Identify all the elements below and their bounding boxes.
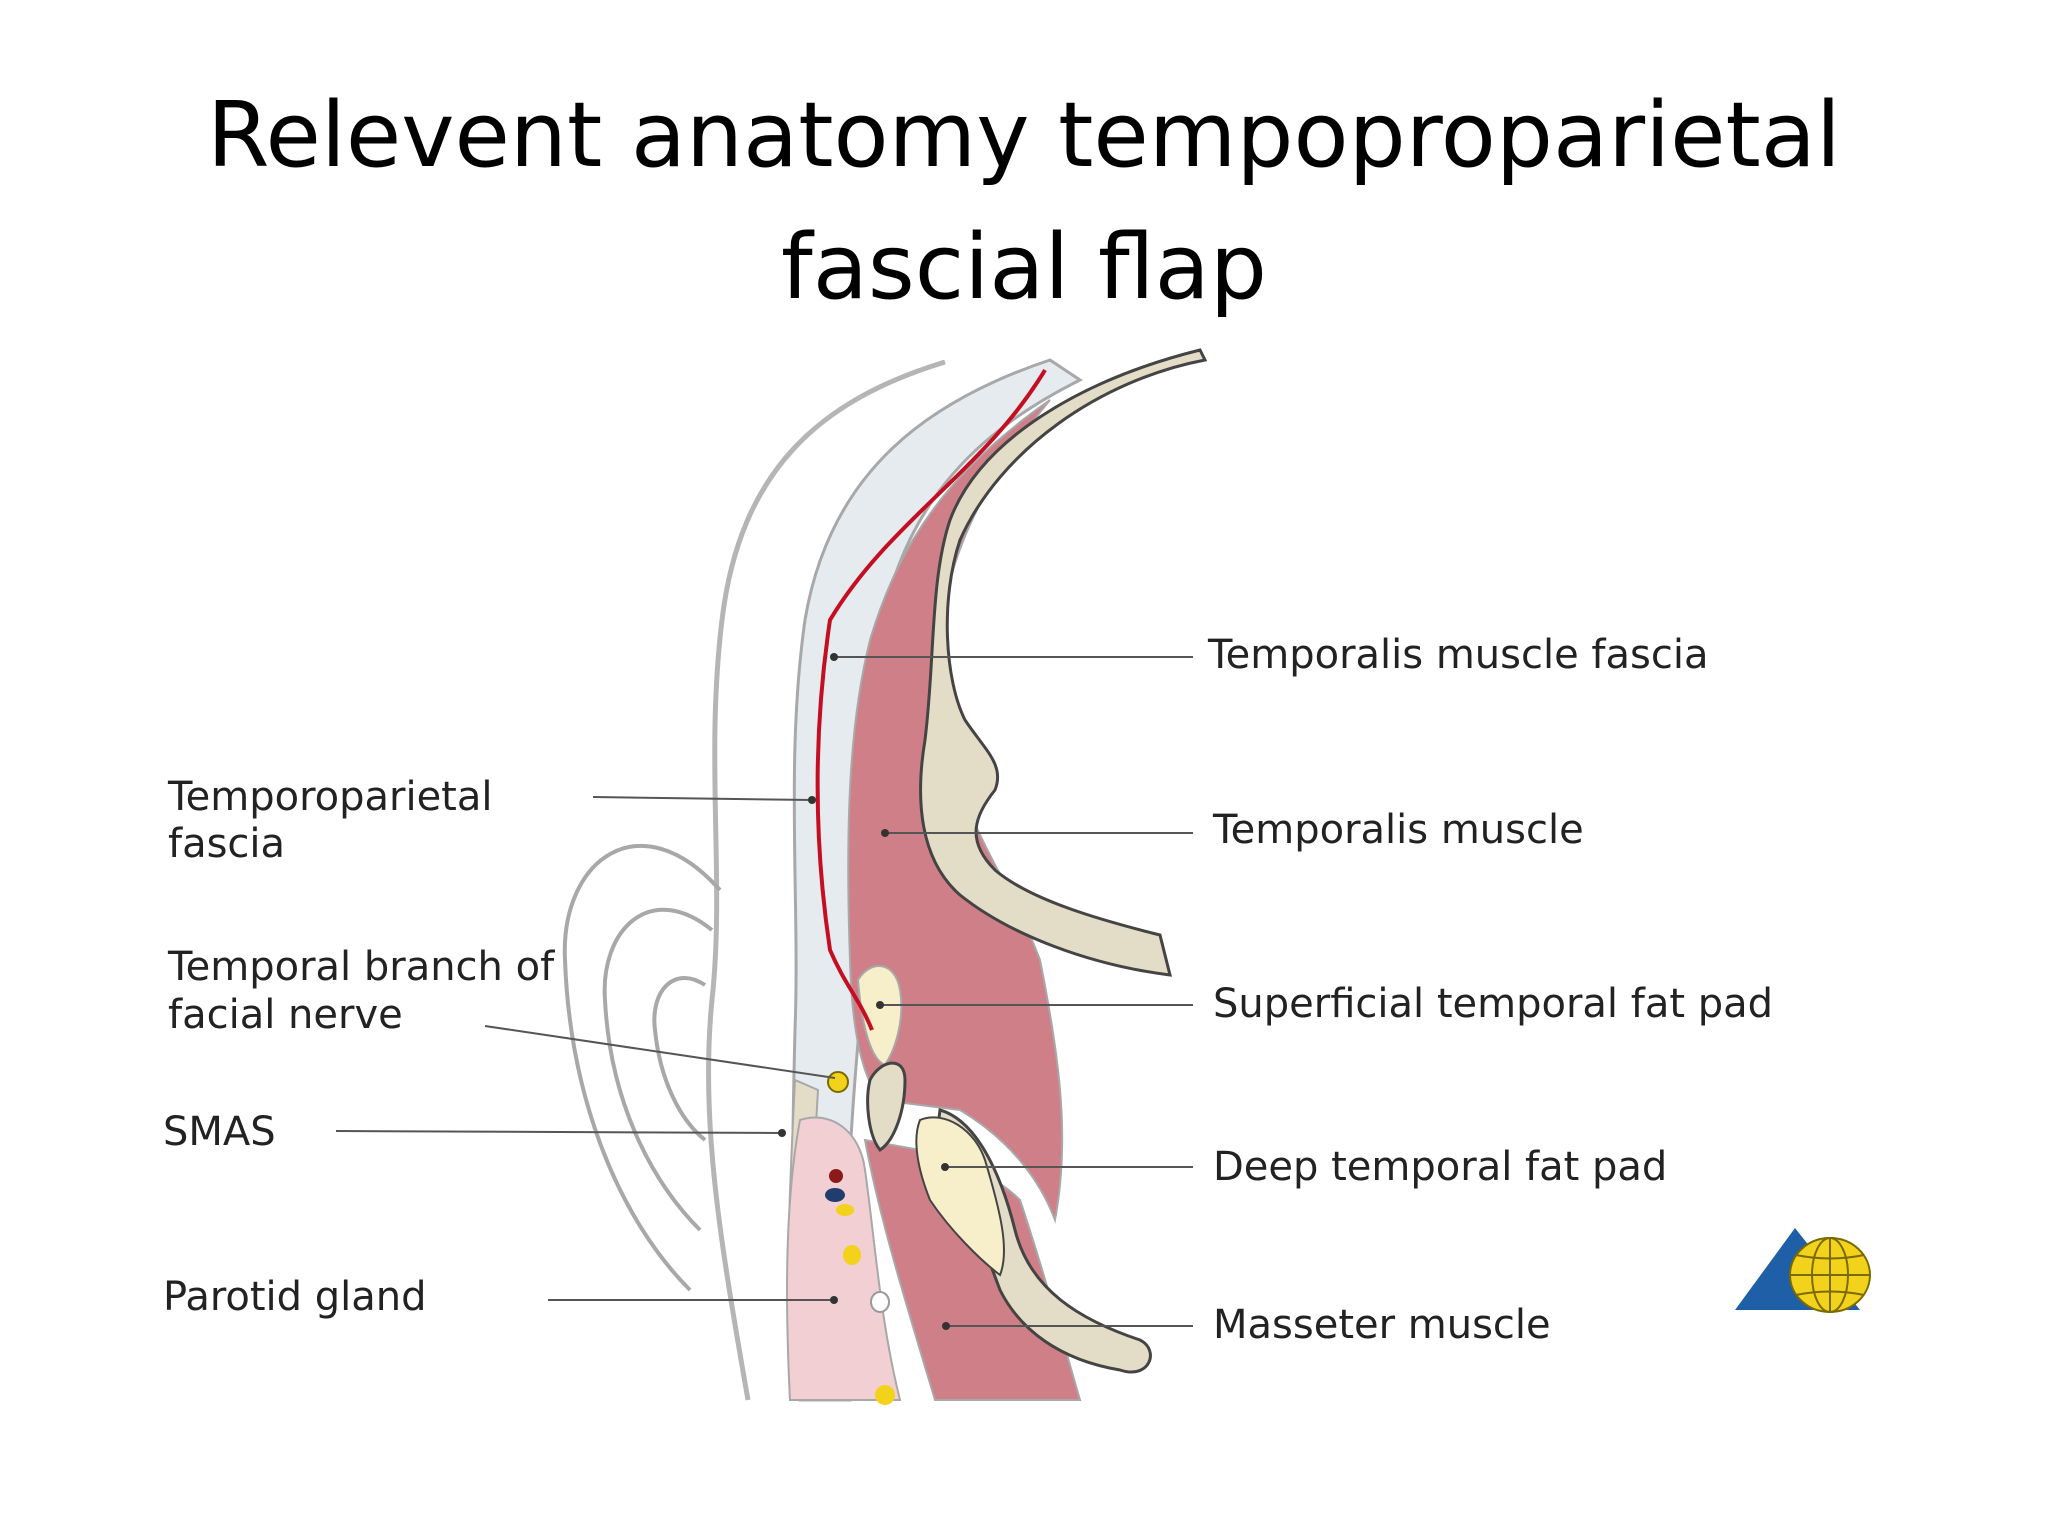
label-temporal-branch-line1: Temporal branch of <box>167 944 555 990</box>
label-temporal-branch-line2: facial nerve <box>168 992 403 1038</box>
label-masseter-muscle: Masseter muscle <box>1213 1302 1551 1348</box>
leader-lines <box>335 656 1193 1327</box>
globe-triangle-logo <box>1735 1228 1871 1313</box>
label-temporalis-muscle-fascia: Temporalis muscle fascia <box>1207 632 1708 678</box>
superficial-fat-pad-shape <box>856 965 903 1067</box>
anatomy-illustration <box>562 348 1208 1405</box>
label-smas: SMAS <box>163 1109 276 1155</box>
label-temporoparietal-fascia-line1: Temporoparietal <box>167 774 493 820</box>
skin-outline <box>705 359 946 1401</box>
title-line-2: fascial flap <box>781 215 1267 320</box>
label-superficial-temporal-fat-pad: Superficial temporal fat pad <box>1213 981 1773 1027</box>
label-deep-temporal-fat-pad: Deep temporal fat pad <box>1213 1144 1667 1190</box>
parotid-gland-shape <box>786 1116 902 1401</box>
ear-illustration <box>562 843 722 1292</box>
leader-dots <box>778 653 950 1330</box>
title-line-1: Relevent anatomy tempoproparietal <box>207 83 1841 188</box>
label-temporalis-muscle: Temporalis muscle <box>1212 807 1584 853</box>
label-temporoparietal-fascia-line2: fascia <box>168 821 285 867</box>
temporal-line-bone <box>866 1061 907 1153</box>
label-parotid-gland: Parotid gland <box>163 1274 427 1320</box>
parotid-vessels <box>825 1169 895 1405</box>
facial-nerve-dot <box>827 1071 849 1093</box>
superficial-temporal-vessel <box>815 368 1047 1031</box>
deep-fat-pad-shape <box>915 1116 1006 1277</box>
slide-title: Relevent anatomy tempoproparietal fascia… <box>0 70 2048 334</box>
skull-bone-shape <box>919 348 1208 977</box>
